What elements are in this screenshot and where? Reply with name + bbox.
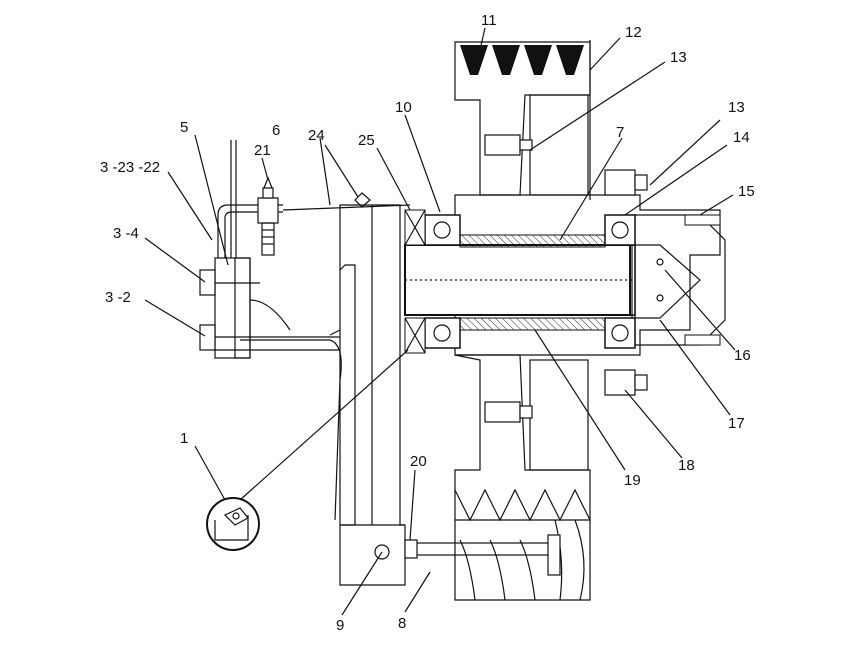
belt-grooves-upper xyxy=(460,45,584,75)
frame-plate xyxy=(240,204,411,521)
callout-17: 17 xyxy=(728,415,745,432)
detail-circle xyxy=(206,349,409,551)
callout-11: 11 xyxy=(481,12,497,29)
callout-15: 15 xyxy=(738,183,755,200)
callout-14: 14 xyxy=(733,129,750,146)
callout-12: 12 xyxy=(625,24,642,41)
callout-18: 18 xyxy=(678,457,695,474)
callout-7: 7 xyxy=(616,124,624,141)
callout-21: 21 xyxy=(254,142,271,159)
grease-fitting xyxy=(257,176,279,256)
callout-13-upper: 13 xyxy=(670,49,687,66)
seal-left xyxy=(404,209,426,354)
callout-8: 8 xyxy=(398,615,406,632)
callout-9: 9 xyxy=(336,617,344,634)
callout-19: 19 xyxy=(624,472,641,489)
leader-lines xyxy=(144,27,736,616)
callout-20: 20 xyxy=(410,453,427,470)
mounting-bracket xyxy=(199,140,340,359)
callout-24: 24 xyxy=(308,127,325,144)
callout-3-2: 3 -2 xyxy=(105,289,131,306)
callout-25: 25 xyxy=(358,132,375,149)
pulley-lower xyxy=(454,354,591,601)
callout-1: 1 xyxy=(180,430,188,447)
bearing-left-top xyxy=(424,214,461,246)
bolt-right-top xyxy=(604,169,648,196)
bolt-right-bottom xyxy=(604,369,648,396)
bolt-upper xyxy=(484,134,533,156)
callout-labels: 11 12 13 10 13 7 14 15 5 6 24 25 21 3 -2… xyxy=(100,12,755,634)
callout-3-4: 3 -4 xyxy=(113,225,139,242)
callout-13-right: 13 xyxy=(728,99,745,116)
callout-3-23-22: 3 -23 -22 xyxy=(100,159,160,176)
callout-10: 10 xyxy=(395,99,412,116)
bearing-left-bottom xyxy=(424,317,461,349)
bearing-right-bottom xyxy=(604,317,636,349)
pulley-upper xyxy=(454,40,591,200)
end-cap xyxy=(631,214,726,346)
fitting-24 xyxy=(354,192,371,208)
support-arm xyxy=(339,204,561,586)
belt-grooves-lower xyxy=(454,488,591,522)
callout-16: 16 xyxy=(734,347,751,364)
hub-section xyxy=(404,194,721,356)
callout-5: 5 xyxy=(180,119,188,136)
bearing-right-top xyxy=(604,214,636,246)
callout-6: 6 xyxy=(272,122,280,139)
